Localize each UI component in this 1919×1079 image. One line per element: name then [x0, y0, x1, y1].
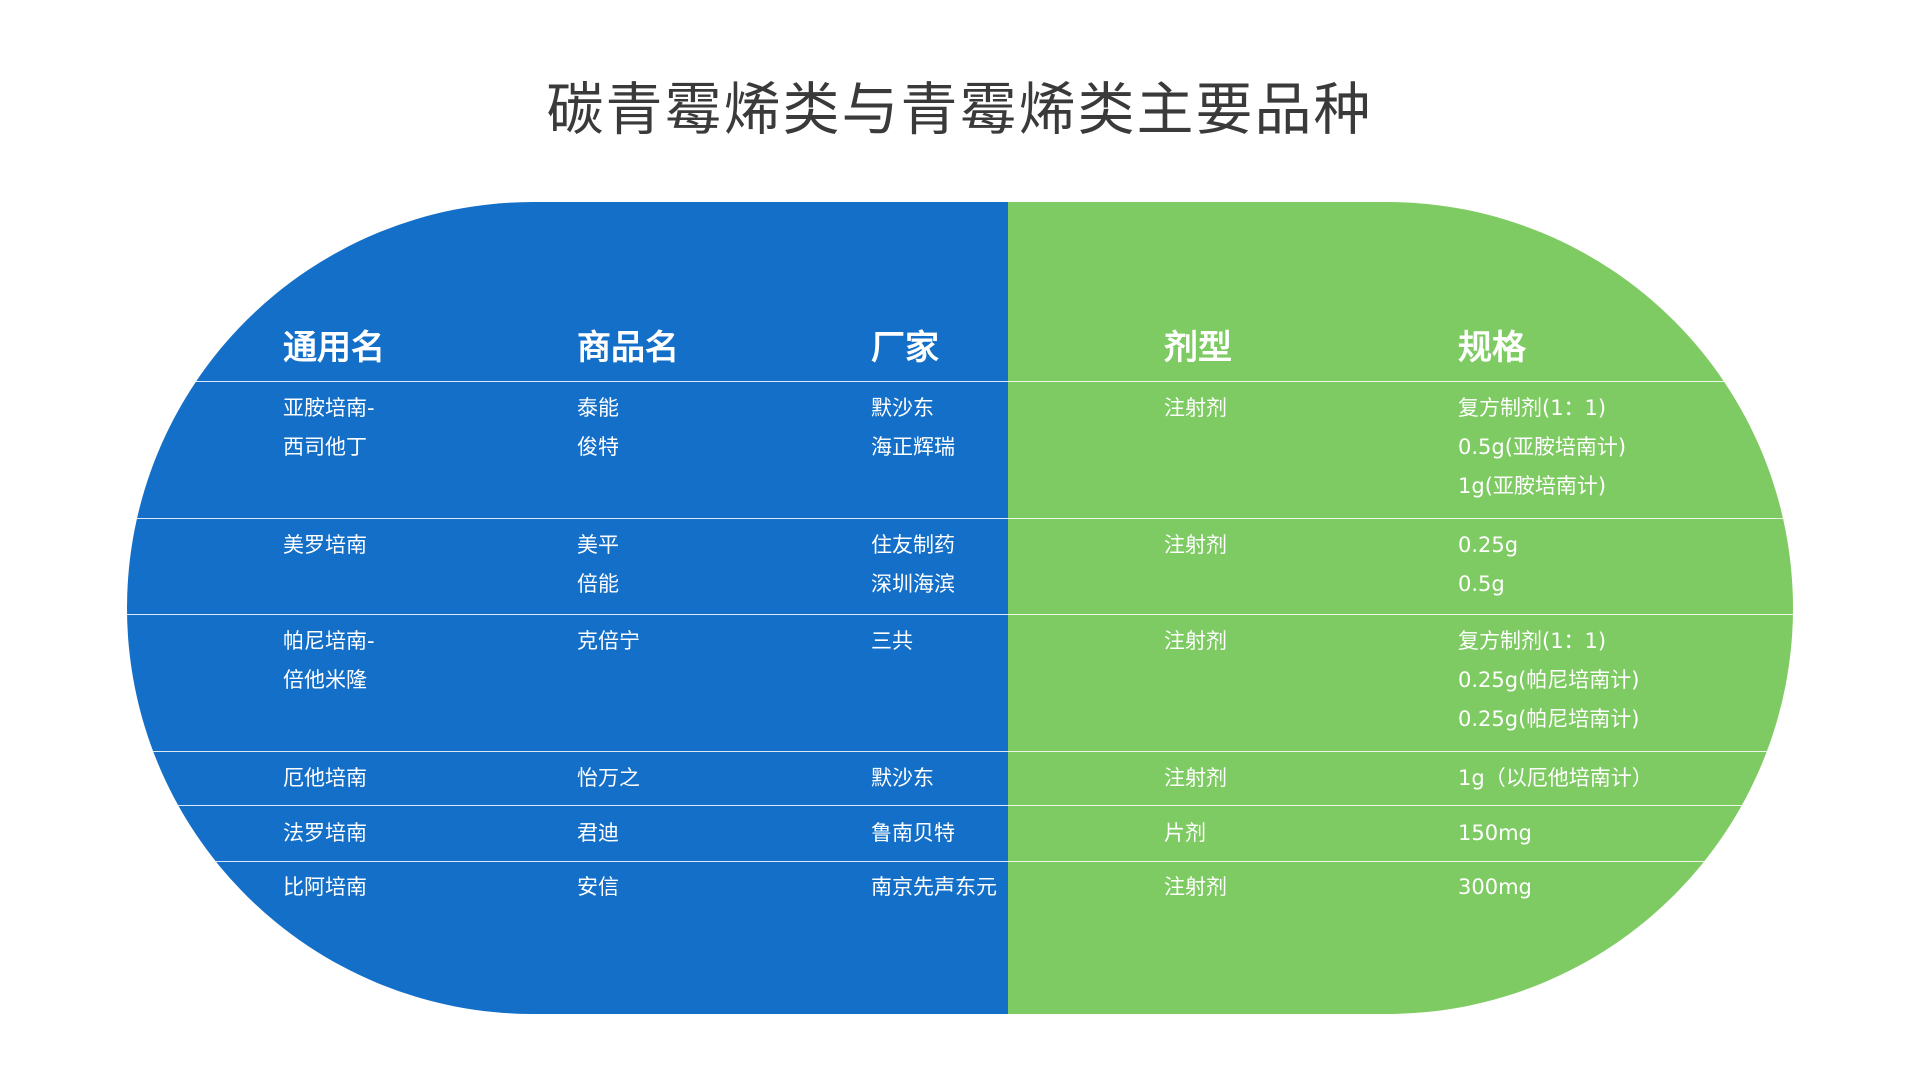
table-cell-brand: 怡万之: [577, 766, 640, 790]
table-cell-spec: 1g（以厄他培南计）: [1458, 766, 1653, 790]
table-cell-form: 片剂: [1164, 821, 1206, 845]
table-cell-generic: 厄他培南: [283, 766, 367, 790]
row-divider: [127, 518, 1793, 519]
header-dosage-form: 剂型: [1164, 328, 1232, 368]
header-specification: 规格: [1458, 328, 1526, 368]
page-title: 碳青霉烯类与青霉烯类主要品种: [546, 77, 1373, 143]
table-cell-brand: 泰能俊特: [577, 396, 619, 459]
table-cell-maker: 三共: [871, 629, 913, 653]
table-cell-form: 注射剂: [1164, 533, 1227, 557]
table-cell-brand: 君迪: [577, 821, 619, 845]
row-divider: [127, 805, 1793, 806]
table-cell-generic: 亚胺培南-西司他丁: [283, 396, 375, 459]
table-cell-form: 注射剂: [1164, 396, 1227, 420]
table-right-panel: [1008, 202, 1793, 1014]
table-left-panel: [127, 202, 1008, 1014]
header-manufacturer: 厂家: [871, 328, 939, 368]
header-brand-name: 商品名: [577, 328, 679, 368]
table-cell-form: 注射剂: [1164, 875, 1227, 899]
table-cell-maker: 默沙东海正辉瑞: [871, 396, 955, 459]
table-cell-generic: 美罗培南: [283, 533, 367, 557]
table-cell-form: 注射剂: [1164, 629, 1227, 653]
row-divider: [127, 861, 1793, 862]
table-cell-form: 注射剂: [1164, 766, 1227, 790]
table-cell-generic: 比阿培南: [283, 875, 367, 899]
drug-table-capsule: 通用名 商品名 厂家 剂型 规格 亚胺培南-西司他丁 泰能俊特 默沙东海正辉瑞 …: [127, 202, 1793, 1014]
table-cell-maker: 默沙东: [871, 766, 934, 790]
table-cell-spec: 150mg: [1458, 821, 1532, 845]
header-generic-name: 通用名: [283, 328, 385, 368]
table-cell-brand: 美平倍能: [577, 533, 619, 596]
row-divider: [127, 614, 1793, 615]
table-cell-brand: 安信: [577, 875, 619, 899]
table-cell-maker: 住友制药深圳海滨: [871, 533, 955, 596]
table-cell-maker: 南京先声东元: [871, 875, 997, 899]
table-cell-maker: 鲁南贝特: [871, 821, 955, 845]
table-cell-spec: 复方制剂(1：1)0.5g(亚胺培南计)1g(亚胺培南计): [1458, 396, 1627, 498]
row-divider: [127, 381, 1793, 382]
row-divider: [127, 751, 1793, 752]
table-cell-generic: 帕尼培南-倍他米隆: [283, 629, 375, 692]
table-cell-spec: 300mg: [1458, 875, 1532, 899]
table-cell-generic: 法罗培南: [283, 821, 367, 845]
table-cell-brand: 克倍宁: [577, 629, 640, 653]
table-cell-spec: 复方制剂(1：1)0.25g(帕尼培南计)0.25g(帕尼培南计): [1458, 629, 1640, 731]
